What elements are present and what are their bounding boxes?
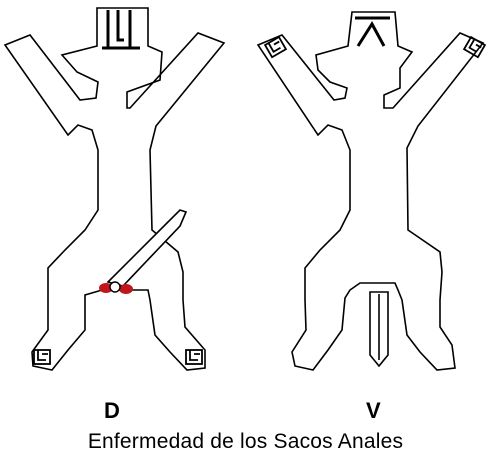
- anal-sac-glands: [99, 281, 133, 294]
- ventral-head-markings: [355, 16, 390, 47]
- dorsal-left-hind-paw: [33, 349, 51, 365]
- dorsal-right-hind-paw: [185, 349, 203, 365]
- ventral-tail: [369, 291, 389, 368]
- ventral-right-front-paw: [462, 35, 487, 59]
- dorsal-body-outline: [3, 7, 226, 371]
- ventral-view-label: V: [366, 398, 381, 423]
- right-anal-sac: [119, 284, 133, 294]
- dorsal-view-label: D: [104, 398, 120, 423]
- dorsal-head-markings: [102, 10, 140, 50]
- left-anal-sac: [99, 283, 113, 293]
- ventral-body-outline: [256, 11, 485, 371]
- figure-caption: Enfermedad de los Sacos Anales: [87, 430, 404, 453]
- ventral-left-front-paw: [263, 35, 288, 59]
- paw-markings: [33, 35, 487, 365]
- anus-opening: [109, 281, 121, 293]
